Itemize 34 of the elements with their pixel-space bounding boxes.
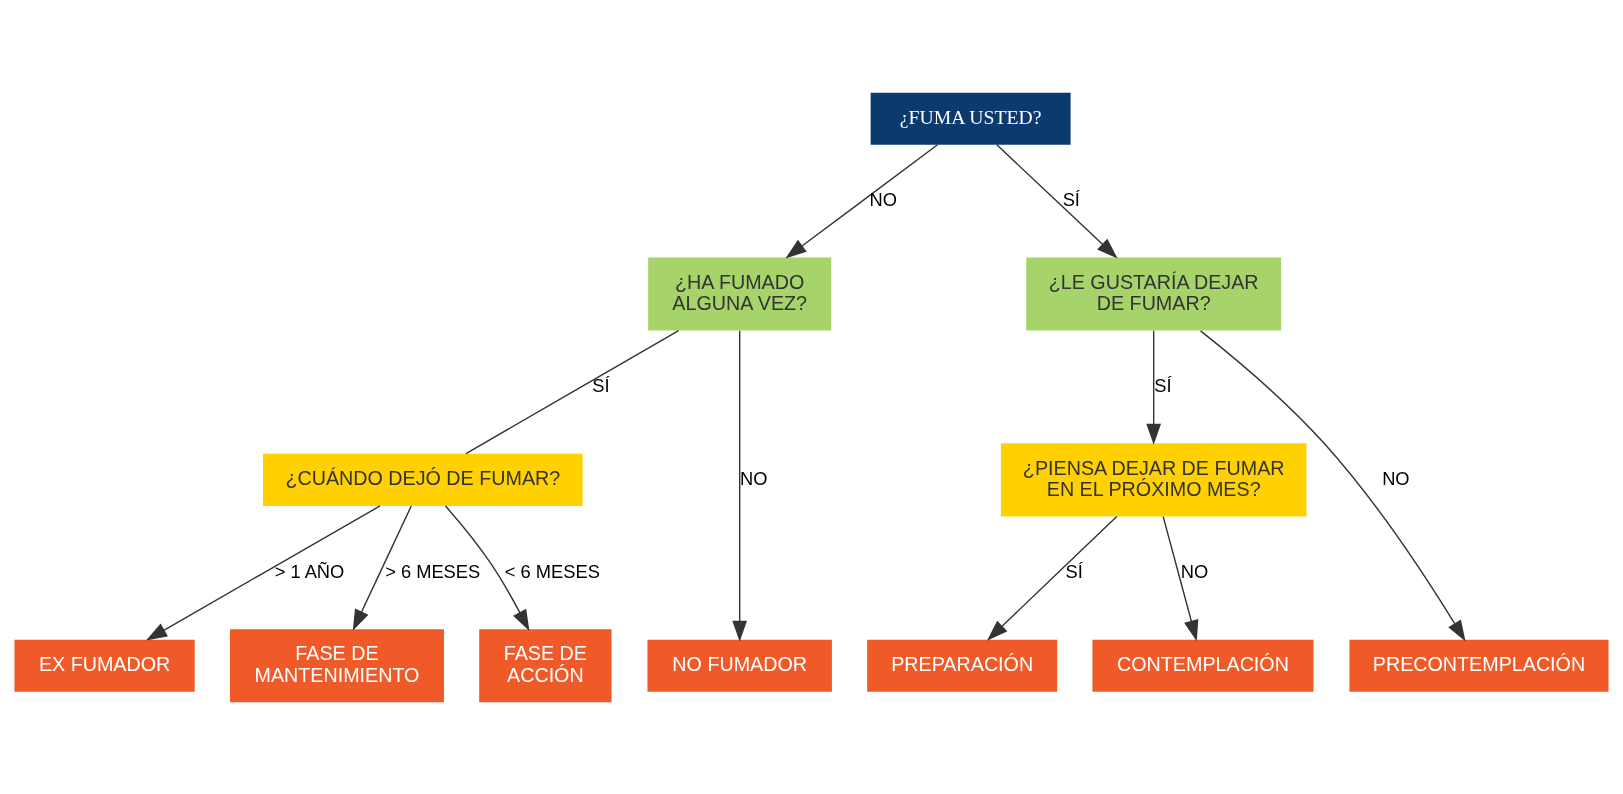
connector [465, 329, 680, 454]
arrow [1199, 329, 1466, 641]
node-box: FASE DE ACCIÓN [479, 628, 612, 702]
node-box: ¿FUMA USTED? [870, 92, 1071, 145]
arrow [352, 504, 412, 631]
edge-label: > 6 MESES [385, 560, 481, 582]
node-box: PREPARACIÓN [867, 639, 1058, 692]
node-box: ¿LE GUSTARÍA DEJAR DE FUMAR? [1026, 256, 1282, 331]
arrow [146, 504, 381, 641]
edge-label: < 6 MESES [504, 560, 600, 582]
edge-label: > 1 AÑO [274, 560, 345, 582]
arrow [996, 143, 1118, 259]
node-box: EX FUMADOR [14, 639, 195, 692]
edge-label: SÍ [1065, 560, 1083, 582]
arrow [732, 329, 748, 642]
edge-label: NO [740, 467, 768, 489]
node-box: ¿HA FUMADO ALGUNA VEZ? [648, 256, 832, 331]
arrow [785, 143, 939, 258]
node-box: ¿CUÁNDO DEJÓ DE FUMAR? [263, 453, 583, 506]
node-box: PRECONTEMPLACIÓN [1349, 639, 1609, 692]
node-box: FASE DE MANTENIMIENTO [229, 628, 444, 702]
edge-label: NO [1382, 467, 1410, 489]
arrow [1146, 329, 1162, 445]
arrow [986, 515, 1118, 641]
node-box: NO FUMADOR [647, 639, 832, 692]
edge-label: SÍ [1154, 374, 1172, 396]
node-box: ¿PIENSA DEJAR DE FUMAR EN EL PRÓXIMO MES? [1000, 442, 1307, 516]
edge-label: NO [869, 188, 898, 210]
node-box: CONTEMPLACIÓN [1092, 639, 1314, 692]
edge-label: SÍ [1062, 188, 1080, 210]
edge-label: SÍ [592, 374, 610, 396]
arrow [1162, 515, 1199, 641]
arrow [444, 504, 530, 631]
edge-label: NO [1180, 560, 1209, 582]
